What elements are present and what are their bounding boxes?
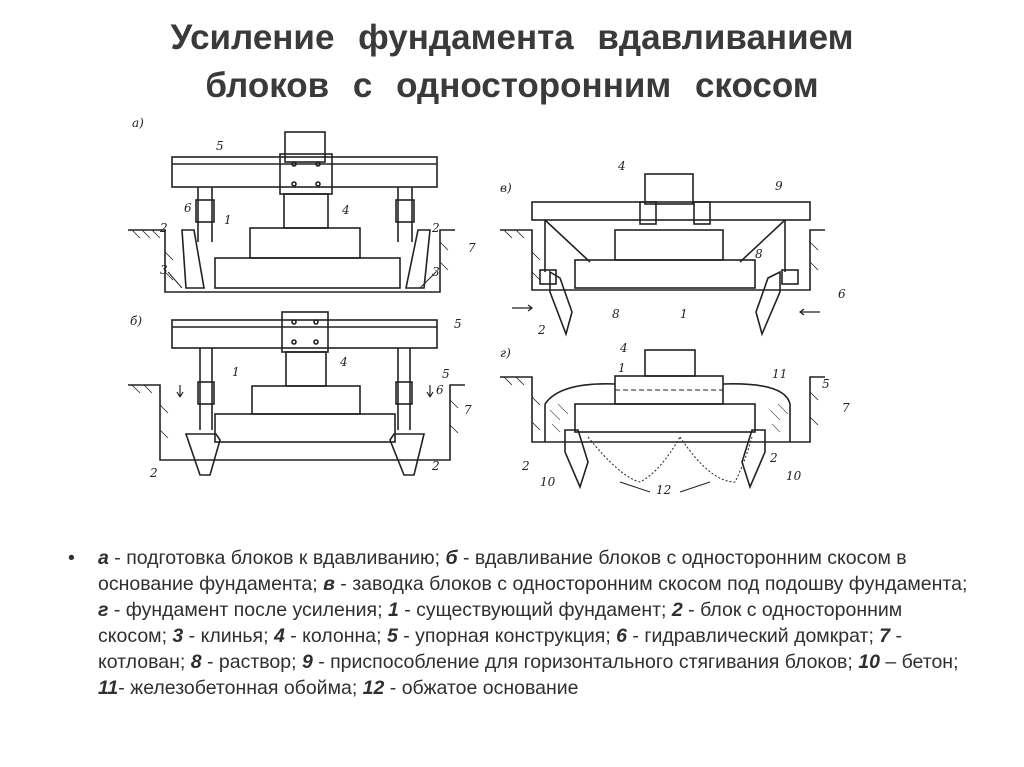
callout-b-2-left: 2 — [149, 466, 158, 480]
callout-b-1: 1 — [232, 365, 240, 379]
caption-key: 4 — [273, 625, 285, 647]
caption-text: а - подготовка блоков к вдавливанию; б -… — [98, 545, 968, 701]
foundation-diagram: а) б) в) г) 5 6 1 4 2 2 3 3 7 5 4 1 5 6 … — [128, 116, 850, 497]
callout-a-4: 4 — [341, 203, 350, 217]
caption-key: 11 — [98, 677, 119, 699]
caption-desc: - клинья; — [183, 625, 274, 647]
caption-desc: - котлован; — [98, 625, 903, 673]
callout-v-2: 2 — [537, 323, 546, 337]
caption-key: 3 — [172, 625, 184, 647]
callout-g-10-left: 10 — [540, 475, 556, 489]
figure-caption: • а - подготовка блоков к вдавливанию; б… — [68, 545, 968, 701]
callout-v-6: 6 — [838, 287, 846, 301]
callout-b-5b: 5 — [442, 367, 450, 381]
caption-desc: - фундамент после усиления; — [108, 599, 388, 621]
caption-desc: - колонна; — [284, 625, 387, 647]
caption-key: г — [98, 599, 109, 621]
callout-b-7: 7 — [464, 403, 472, 417]
callout-v-4: 4 — [617, 159, 626, 173]
panel-b-label: б) — [130, 314, 142, 328]
caption-key: 2 — [671, 599, 683, 621]
callout-g-4: 4 — [619, 341, 628, 355]
caption-desc: - приспособление для горизонтального стя… — [312, 651, 859, 673]
caption-key: в — [323, 573, 335, 595]
callout-a-3-right: 3 — [432, 265, 440, 279]
caption-key: 10 — [858, 651, 880, 673]
caption-key: 5 — [386, 625, 398, 647]
caption-desc: - блок с односторонним скосом; — [98, 599, 903, 647]
slide-title: Усиление фундамента вдавливанием блоков … — [0, 14, 1024, 110]
callout-b-5: 5 — [454, 317, 462, 331]
caption-key: 6 — [616, 625, 628, 647]
caption-desc: - обжатое основание — [384, 677, 579, 699]
title-line-1: Усиление фундамента вдавливанием — [170, 18, 854, 57]
caption-desc: - раствор; — [201, 651, 302, 673]
caption-desc: - упорная конструкция; — [397, 625, 617, 647]
panel-a-label: а) — [132, 116, 144, 130]
callout-v-8-right: 8 — [755, 247, 763, 261]
callout-v-1: 1 — [680, 307, 688, 321]
bullet-point: • — [68, 547, 75, 569]
caption-desc: - железобетонная обойма; — [118, 677, 363, 699]
panel-v-drawing — [500, 173, 825, 337]
callout-g-5: 5 — [822, 377, 830, 391]
callout-b-2-right: 2 — [431, 459, 440, 473]
callout-v-9: 9 — [775, 179, 783, 193]
caption-desc: - вдавливание блоков с односторонним ско… — [98, 547, 907, 595]
caption-desc: - заводка блоков с односторонним скосом … — [334, 573, 968, 595]
callout-a-5: 5 — [216, 139, 224, 153]
callout-g-2-right: 2 — [769, 451, 778, 465]
caption-key: 8 — [190, 651, 202, 673]
callout-g-7: 7 — [842, 401, 850, 415]
callout-g-1: 1 — [618, 361, 626, 375]
panel-a-drawing — [128, 131, 455, 293]
panel-g-label: г) — [500, 346, 511, 360]
callout-a-6: 6 — [184, 201, 192, 215]
caption-key: 9 — [301, 651, 313, 673]
caption-key: а — [98, 547, 109, 569]
panel-g-drawing — [500, 349, 825, 493]
callout-b-4: 4 — [339, 355, 348, 369]
callout-g-11: 11 — [772, 367, 787, 381]
callout-a-7: 7 — [468, 241, 476, 255]
caption-key: 7 — [879, 625, 891, 647]
caption-desc: – бетон; — [879, 651, 959, 673]
callout-g-2: 2 — [521, 459, 530, 473]
callout-b-6: 6 — [436, 383, 444, 397]
callout-g-10-right: 10 — [786, 469, 802, 483]
callout-a-1: 1 — [224, 213, 232, 227]
caption-desc: - существующий фундамент; — [398, 599, 672, 621]
caption-key: 1 — [387, 599, 399, 621]
panel-v-label: в) — [500, 181, 512, 195]
callout-g-12: 12 — [656, 483, 671, 497]
callout-v-8-left: 8 — [612, 307, 620, 321]
caption-desc: - гидравлический домкрат; — [627, 625, 880, 647]
callout-a-3-left: 3 — [160, 263, 168, 277]
caption-key: б — [445, 547, 458, 569]
panel-b-drawing — [128, 311, 465, 476]
title-line-2: блоков с односторонним скосом — [205, 66, 819, 105]
callout-a-2-right: 2 — [431, 221, 440, 235]
caption-key: 12 — [362, 677, 385, 699]
caption-desc: - подготовка блоков к вдавливанию; — [108, 547, 446, 569]
callout-a-2-left: 2 — [159, 221, 168, 235]
